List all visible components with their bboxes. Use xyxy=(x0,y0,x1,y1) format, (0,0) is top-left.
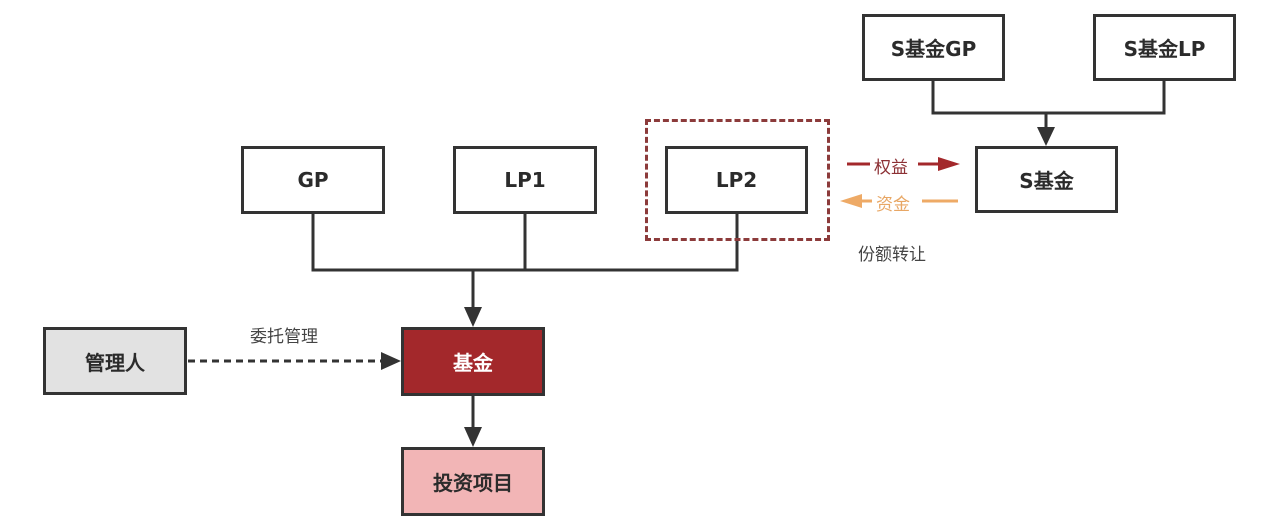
connector-lp2 xyxy=(473,213,739,272)
arrowhead-to-project xyxy=(464,427,482,447)
node-s-fund-gp-label: S基金GP xyxy=(890,37,977,61)
node-lp1-label: LP1 xyxy=(504,168,546,192)
node-project-label: 投资项目 xyxy=(433,471,513,495)
node-lp2-label: LP2 xyxy=(715,168,758,192)
node-s-fund-label: S基金 xyxy=(1019,169,1074,193)
node-manager[interactable]: 管理人 xyxy=(43,327,187,395)
capital-arrowhead xyxy=(840,194,862,208)
node-gp[interactable]: GP xyxy=(241,146,385,214)
connector-s-fund-gp xyxy=(931,80,1166,115)
node-lp2[interactable]: LP2 xyxy=(665,146,808,214)
equity-label: 权益 xyxy=(874,158,908,178)
node-fund-label: 基金 xyxy=(453,351,493,375)
delegation-label: 委托管理 xyxy=(250,327,318,347)
node-s-fund-lp[interactable]: S基金LP xyxy=(1093,14,1236,81)
node-s-fund-lp-label: S基金LP xyxy=(1123,37,1206,61)
node-s-fund[interactable]: S基金 xyxy=(975,146,1118,213)
arrowhead-to-s-fund xyxy=(1037,127,1055,146)
connector-gp xyxy=(311,213,473,272)
node-gp-label: GP xyxy=(297,168,329,192)
transfer-label: 份额转让 xyxy=(858,245,926,265)
capital-label: 资金 xyxy=(876,195,910,215)
node-lp1[interactable]: LP1 xyxy=(453,146,597,214)
node-fund[interactable]: 基金 xyxy=(401,327,545,396)
lp2-highlight-frame xyxy=(645,119,830,241)
arrowhead-to-fund-delegation xyxy=(381,352,401,370)
equity-arrowhead xyxy=(938,157,960,171)
node-manager-label: 管理人 xyxy=(85,350,145,375)
arrowhead-to-fund xyxy=(464,307,482,327)
node-project[interactable]: 投资项目 xyxy=(401,447,545,516)
node-s-fund-gp[interactable]: S基金GP xyxy=(862,14,1005,81)
